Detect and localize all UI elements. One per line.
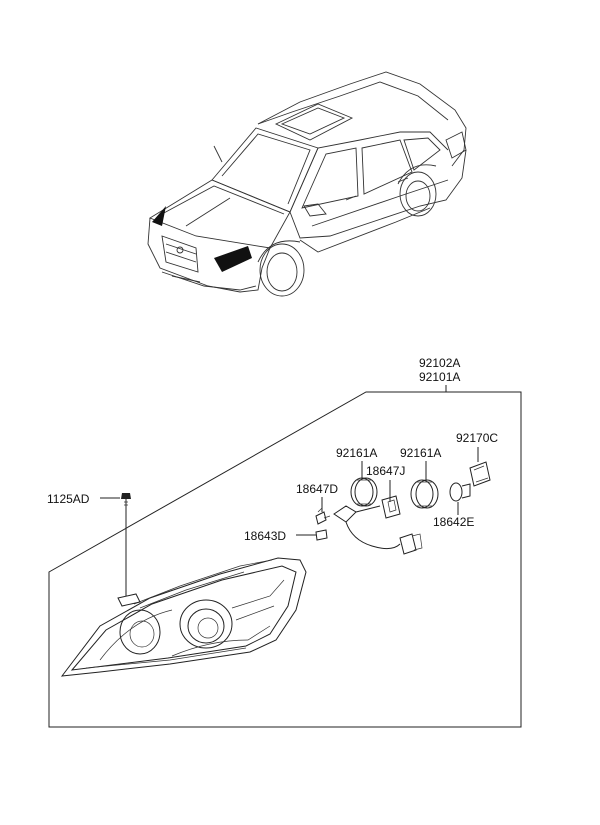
harness-part: [333, 495, 423, 555]
car-illustration: [147, 71, 467, 297]
label-92101A: 92101A: [419, 370, 460, 384]
bulb-18647d-part: [315, 507, 331, 525]
part-labels: 92102A 92101A 92161A 92161A 92170C 18647…: [47, 356, 498, 543]
label-18647J: 18647J: [366, 464, 405, 478]
holder-part: [469, 461, 491, 487]
label-92161A-left: 92161A: [336, 446, 377, 460]
label-1125AD: 1125AD: [47, 492, 90, 506]
small-parts: [121, 461, 491, 555]
label-92161A-right: 92161A: [400, 446, 441, 460]
label-18643D: 18643D: [244, 529, 286, 543]
bulb-18643d-part: [315, 529, 328, 541]
bulb-18642e-part: [449, 482, 471, 502]
label-18642E: 18642E: [433, 515, 474, 529]
label-92102A: 92102A: [419, 356, 460, 370]
assembly-frame: [48, 385, 522, 728]
socket-left-part: [350, 477, 378, 507]
screw-part: [121, 493, 131, 508]
label-92170C: 92170C: [456, 431, 498, 445]
headlamp-assembly: [60, 557, 307, 677]
label-18647D: 18647D: [296, 482, 338, 496]
leader-lines: [100, 447, 479, 596]
socket-right-part: [410, 479, 439, 509]
